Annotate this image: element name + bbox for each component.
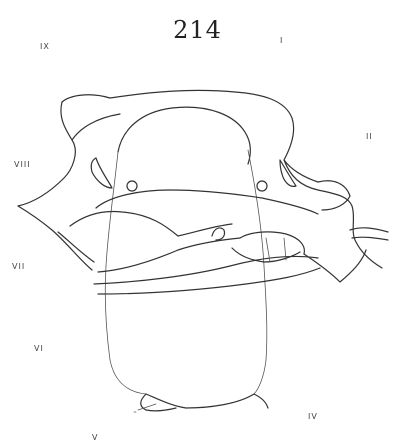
mid-upper-band — [96, 190, 318, 214]
mid-layer-1 — [70, 212, 232, 236]
left-upper-inner — [72, 114, 120, 140]
region-label-ii: II — [366, 132, 373, 141]
right-lower-contour — [304, 250, 366, 282]
bottom-left-foot — [141, 394, 176, 411]
right-arm-lower — [352, 237, 388, 240]
mid-layer-2 — [98, 238, 240, 272]
right-upper-lobe — [318, 181, 350, 210]
right-nodule — [257, 181, 267, 191]
mid-layer-4 — [98, 268, 320, 294]
left-nodule — [127, 181, 137, 191]
region-label-v: V — [92, 433, 98, 442]
page-number: 214 — [0, 16, 395, 44]
right-outer-contour — [284, 160, 382, 268]
left-notch — [91, 158, 112, 188]
bottom-base — [146, 394, 268, 408]
region-label-iv: IV — [308, 412, 318, 421]
mid-layer-3 — [94, 256, 318, 284]
left-lower-inner — [58, 232, 94, 262]
region-label-ix: IX — [40, 42, 50, 51]
right-inner-lower — [232, 248, 300, 262]
region-label-vi: VI — [34, 344, 44, 353]
central-hook — [212, 228, 225, 240]
left-upper-lobe — [18, 102, 75, 206]
right-inner-chamber — [240, 232, 304, 254]
region-label-viii: VIII — [14, 160, 31, 169]
left-lower-lobe — [18, 206, 92, 270]
right-arm — [350, 228, 388, 232]
region-label-vii: VII — [12, 262, 25, 271]
region-label-i: I — [280, 36, 283, 45]
central-dome — [118, 107, 250, 164]
